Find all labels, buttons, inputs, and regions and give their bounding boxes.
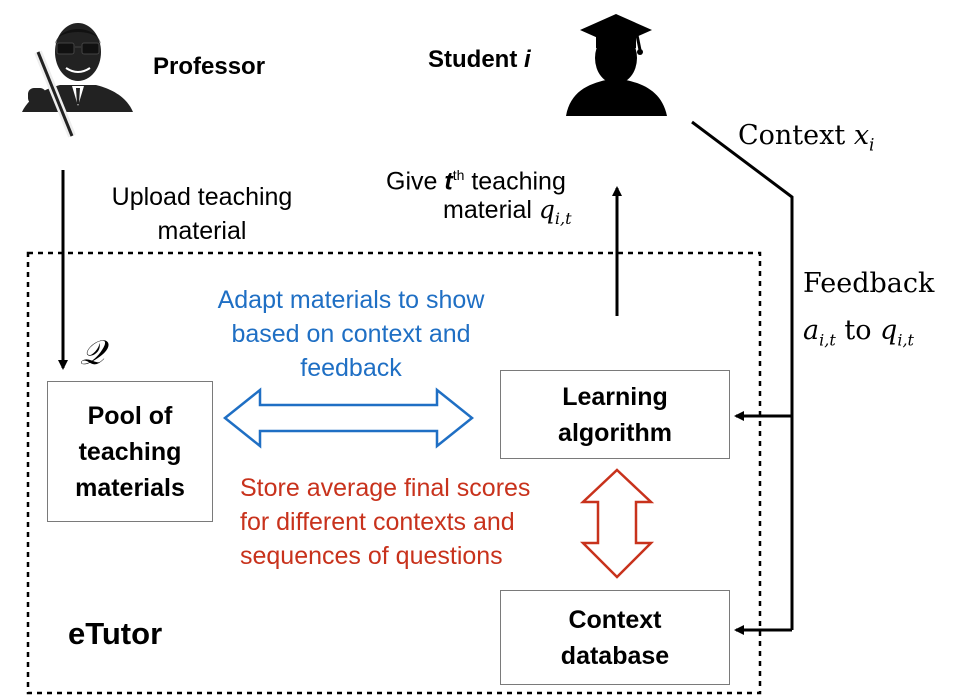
feedback-q-sub: i,t [897, 330, 914, 350]
store-line2: for different contexts and [240, 508, 515, 536]
context-sub: i [869, 135, 875, 156]
adapt-line3: feedback [300, 354, 402, 382]
give-t: t [444, 167, 453, 196]
student-label-var: i [524, 46, 531, 73]
professor-icon [22, 23, 133, 138]
give-prefix: Give [386, 167, 438, 196]
upload-label-line2: material [157, 217, 247, 245]
context-feedback-line [691, 120, 794, 630]
feedback-sub: i,t [819, 330, 836, 350]
give-sub: i,t [554, 209, 572, 228]
give-rest: teaching [471, 167, 566, 196]
give-line2: material [443, 196, 532, 224]
feedback-q: q [880, 315, 898, 346]
learning-algorithm-box: Learning algorithm [500, 370, 730, 459]
give-label-line2: material qi,t [443, 193, 572, 236]
feedback-var: a [803, 315, 820, 346]
pool-line3: materials [75, 473, 185, 502]
context-label: Context xi [738, 120, 874, 155]
student-label-text: Student [428, 46, 518, 73]
professor-label: Professor [153, 53, 266, 80]
give-sup: th [452, 167, 465, 183]
context-db-line2: database [560, 641, 670, 670]
adapt-line1: Adapt materials to show [217, 286, 485, 314]
feedback-label-line2: ai,t to qi,t [803, 315, 914, 349]
learning-line1: Learning [562, 382, 668, 411]
context-database-box: Context database [500, 590, 730, 685]
pool-line2: teaching [78, 437, 182, 466]
pool-line1: Pool of [87, 401, 173, 430]
feedback-to: to [844, 315, 872, 346]
learning-line2: algorithm [558, 418, 672, 447]
store-annotation: Store average final scores for different… [240, 471, 530, 573]
upload-label-line1: Upload teaching [111, 183, 293, 211]
pool-box: Pool of teaching materials [47, 381, 213, 522]
context-var: x [853, 120, 870, 151]
context-text: Context [738, 120, 846, 151]
etutor-label: eTutor [68, 616, 163, 651]
adapt-double-arrow [222, 387, 475, 449]
adapt-line2: based on context and [231, 320, 471, 348]
give-label-line1: Give tth teaching [386, 158, 566, 198]
store-line1: Store average final scores [240, 474, 531, 502]
student-icon [566, 14, 667, 116]
give-var: q [538, 195, 555, 224]
adapt-annotation: Adapt materials to show based on context… [190, 283, 512, 385]
etutor-frame [26, 251, 762, 695]
store-line3: sequences of questions [240, 542, 503, 570]
upload-label: Upload teaching material [92, 180, 312, 248]
feedback-label-line1: Feedback [803, 268, 935, 299]
pool-symbol: 𝒬 [80, 333, 105, 373]
student-label: Student i [428, 46, 531, 74]
context-db-line1: Context [568, 605, 662, 634]
store-double-arrow [579, 468, 655, 579]
